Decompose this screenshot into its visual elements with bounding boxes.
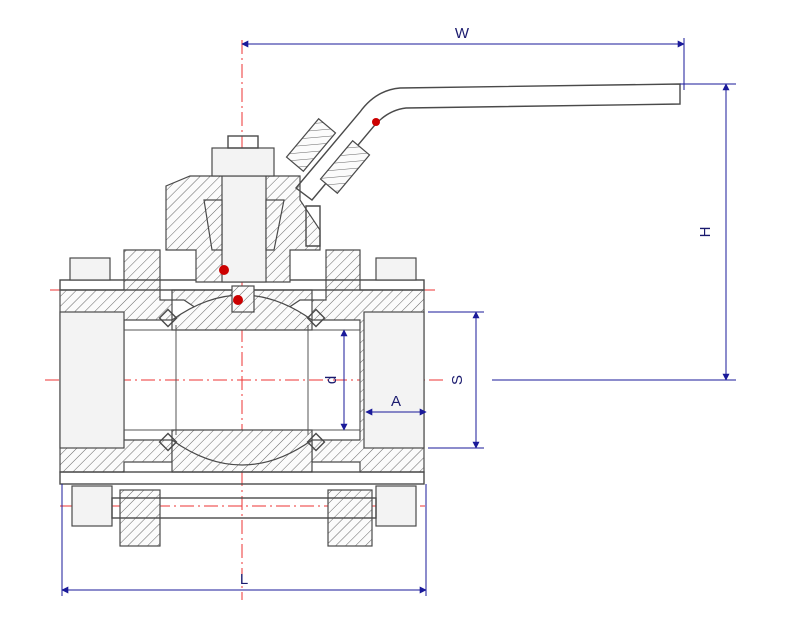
stem-assembly	[165, 135, 321, 313]
dimension-s-label: S	[449, 375, 466, 385]
dimension-a-label: A	[391, 393, 401, 410]
dimension-lines	[61, 38, 736, 596]
dimension-h-label: H	[697, 227, 714, 238]
dimension-d-label: d	[323, 376, 340, 384]
dimension-w-label: W	[455, 25, 470, 42]
body-bolts	[69, 257, 417, 547]
lever-handle	[285, 83, 681, 247]
dimension-l-label: L	[240, 571, 248, 588]
valve-body	[59, 249, 425, 485]
